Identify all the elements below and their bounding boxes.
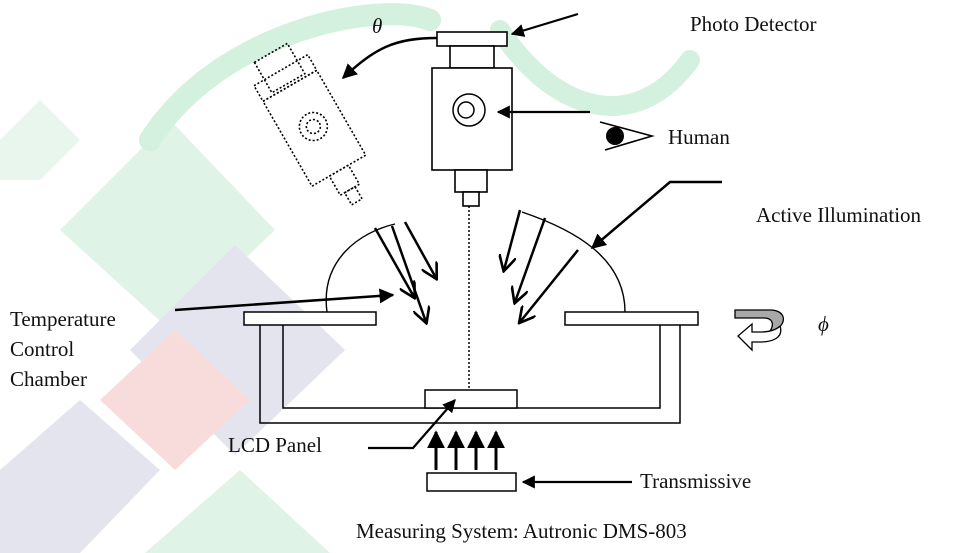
photo-detector-tip	[462, 191, 480, 207]
tilted-detector-body	[261, 69, 367, 188]
backlight-source	[426, 472, 517, 492]
photo-detector	[431, 31, 513, 207]
lens-outer-ring	[452, 93, 486, 127]
photo-detector-lens	[452, 93, 486, 127]
light-arrow-left-2	[373, 227, 414, 297]
label-active-illumination: Active Illumination	[756, 203, 922, 227]
photo-detector-head	[449, 45, 495, 69]
phi-rotation-lower	[737, 322, 782, 352]
label-temperature-line1: Temperature	[10, 307, 116, 331]
eye-icon	[599, 121, 655, 151]
chamber-outer-wall	[259, 325, 681, 424]
label-transmissive: Transmissive	[640, 469, 751, 493]
tilted-detector-neck	[328, 164, 361, 197]
chamber-top-plate-left	[243, 311, 377, 326]
lcd-panel	[424, 389, 518, 409]
tilted-detector-lens-outer	[298, 111, 329, 142]
lens-inner-ring	[457, 101, 475, 119]
tilted-detector-top-cap	[253, 42, 306, 94]
tilted-detector-tip	[343, 185, 364, 206]
eye-pupil	[606, 127, 624, 145]
illumination-dome-left	[325, 223, 396, 313]
active-illumination-pointer-arrow	[590, 180, 722, 249]
watermark-background	[0, 3, 700, 553]
photo-detector-pointer-arrow	[510, 12, 579, 37]
label-photo-detector: Photo Detector	[690, 12, 817, 36]
chamber-top-plate-right	[564, 311, 699, 326]
light-arrow-left-3	[403, 221, 436, 278]
label-temperature-line3: Chamber	[10, 367, 87, 391]
temperature-control-chamber	[243, 311, 699, 326]
lcd-panel-pointer-arrow	[368, 399, 456, 450]
watermark-pink-tile	[100, 330, 250, 470]
backlight-arrows	[427, 430, 505, 470]
watermark-green-swoosh-1	[139, 3, 441, 151]
light-arrow-right-2	[515, 217, 547, 302]
watermark-lavender-tile-2	[0, 400, 160, 553]
eye-outline	[599, 121, 655, 151]
theta-rotation-arrow	[341, 36, 438, 80]
label-theta: θ	[372, 14, 382, 38]
phi-rotation-arrow	[734, 309, 784, 352]
light-arrow-right-3	[520, 249, 579, 322]
tilted-detector-lens-inner	[305, 118, 322, 135]
incident-light-arrows	[373, 209, 579, 322]
label-human: Human	[668, 125, 730, 149]
caption: Measuring System: Autronic DMS-803	[356, 519, 687, 543]
photo-detector-cap	[436, 31, 508, 47]
light-arrow-right-1	[504, 209, 522, 270]
watermark-green-swoosh-2	[490, 20, 700, 116]
light-arrow-left-1	[390, 225, 426, 322]
label-lcd-panel: LCD Panel	[228, 433, 322, 457]
tilted-detector-outline	[252, 42, 367, 206]
label-temperature-line2: Control	[10, 337, 74, 361]
temperature-pointer-arrow	[174, 288, 395, 312]
watermark-green-tile-2	[145, 470, 330, 553]
photo-detector-body	[431, 67, 513, 171]
illumination-dome-right	[521, 211, 626, 313]
label-phi: ϕ	[818, 312, 829, 336]
watermark-green-tile-3	[0, 100, 80, 180]
photo-detector-neck	[454, 169, 488, 193]
tilted-detector-cap-plate	[252, 53, 318, 103]
